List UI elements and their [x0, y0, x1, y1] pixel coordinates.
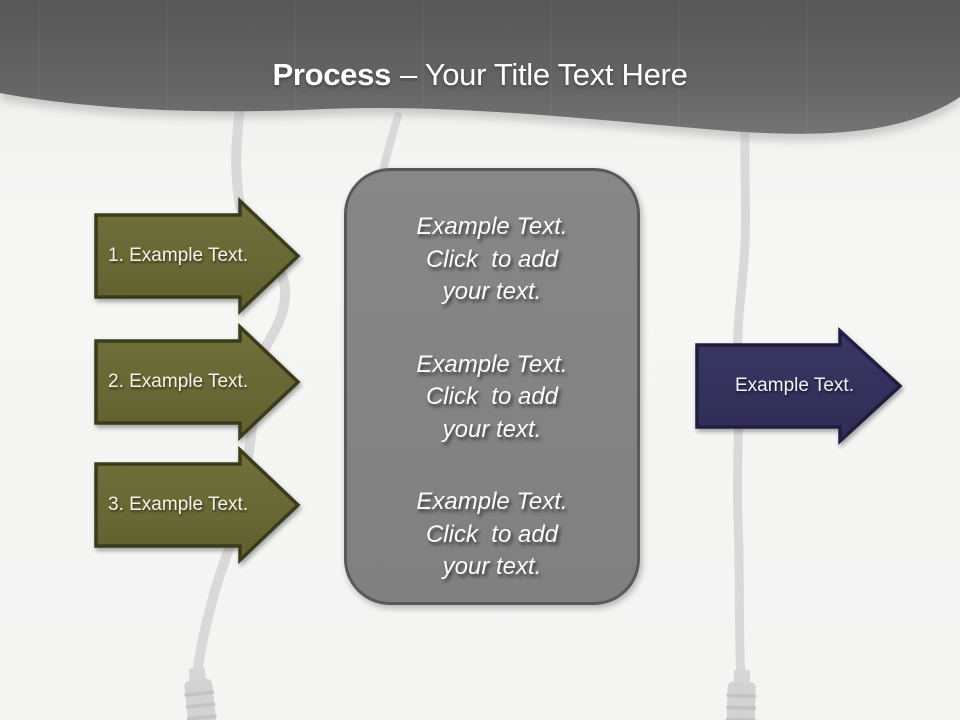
title-subtitle: – Your Title Text Here	[400, 57, 688, 92]
step-arrow-1-shape[interactable]	[94, 196, 301, 316]
panel-placeholder-2[interactable]: Example Text. Click to add your text.	[416, 350, 568, 443]
power-plug-left	[184, 667, 218, 720]
header-wave-texture	[38, 0, 808, 134]
center-panel: Example Text. Click to add your text. Ex…	[344, 168, 640, 605]
title-emphasis: Process	[272, 57, 392, 92]
step-1-label[interactable]: 1. Example Text.	[108, 245, 249, 266]
panel-placeholder-1[interactable]: Example Text. Click to add your text.	[416, 213, 568, 305]
step-arrow-3-shape[interactable]	[94, 445, 301, 565]
power-plug-right	[725, 669, 757, 720]
panel-placeholder-3[interactable]: Example Text. Click to add your text.	[416, 488, 568, 580]
slide-title: Process– Your Title Text Here	[0, 54, 960, 96]
step-arrows	[94, 196, 301, 565]
step-2-label[interactable]: 2. Example Text.	[108, 371, 249, 392]
step-arrow-2-shape[interactable]	[94, 322, 301, 442]
step-3-label[interactable]: 3. Example Text.	[108, 494, 249, 515]
header-wave	[0, 0, 960, 134]
output-arrow-shape[interactable]	[695, 327, 903, 445]
output-arrow-label[interactable]: Example Text.	[735, 375, 854, 396]
